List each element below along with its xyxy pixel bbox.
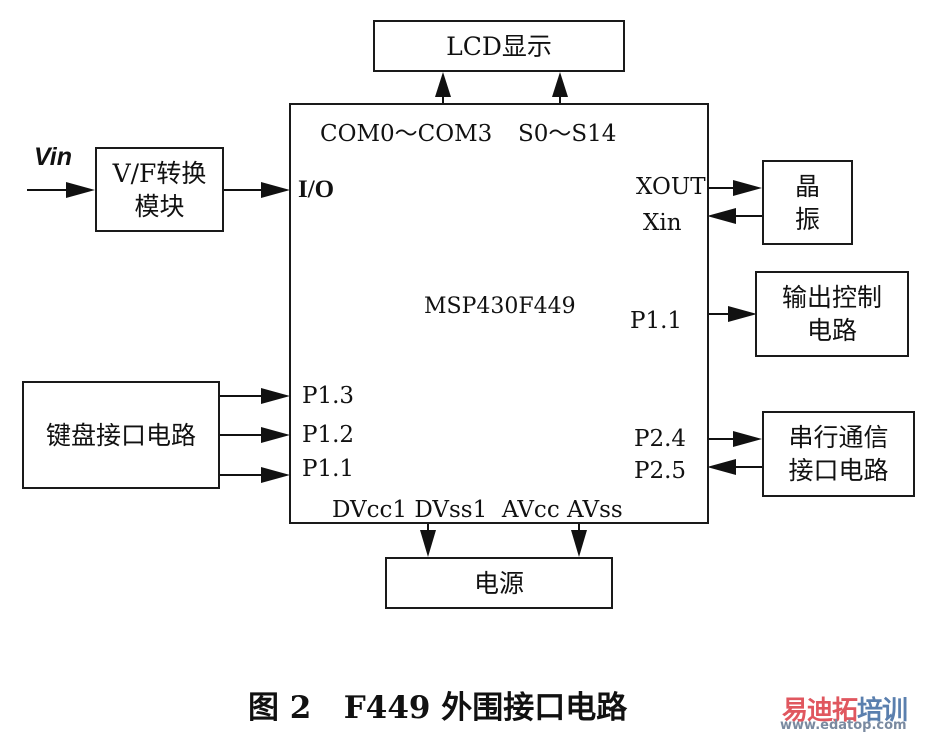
- mcu-chip-box: [289, 103, 709, 524]
- pin-label-power: DVcc1 DVss1 AVcc AVss: [332, 497, 623, 523]
- pin-label-com: COM0～COM3: [320, 121, 493, 147]
- arrowhead-p24: [733, 431, 762, 447]
- block-vf-converter: V/F转换 模块: [95, 147, 224, 232]
- arrowhead-p25: [707, 459, 736, 475]
- pin-label-kb-p11: P1.1: [302, 456, 355, 482]
- block-crystal-label-line2: 振: [794, 204, 820, 234]
- block-lcd: LCD显示: [373, 20, 625, 72]
- watermark-logo: 易迪拓培训: [782, 690, 908, 727]
- input-label-vin: Vin: [34, 143, 72, 171]
- block-keyboard-label: 键盘接口电路: [45, 420, 196, 450]
- block-power-label: 电源: [473, 568, 524, 598]
- watermark-red-text: 易迪拓: [782, 696, 858, 726]
- block-vf-label-line2: 模块: [134, 191, 185, 221]
- arrowhead-xin: [707, 208, 736, 224]
- block-crystal-label-line1: 晶: [794, 171, 820, 201]
- block-power-supply: 电源: [385, 557, 613, 609]
- arrowhead-avcc: [571, 530, 587, 557]
- pin-label-kb-p13: P1.3: [302, 383, 355, 409]
- figure-caption: 图 2 F449 外围接口电路: [248, 690, 628, 726]
- block-serial-interface: 串行通信 接口电路: [762, 411, 915, 497]
- block-crystal: 晶 振: [762, 160, 853, 245]
- pin-label-io: I/O: [298, 176, 335, 203]
- arrowhead-p13: [261, 388, 290, 404]
- pin-label-kb-p12: P1.2: [302, 422, 355, 448]
- arrowhead-dvss: [420, 530, 436, 557]
- arrowhead-seg: [552, 72, 568, 97]
- watermark-blue-text: 培训: [857, 696, 908, 726]
- arrowhead-output: [728, 306, 757, 322]
- pin-label-out-p11: P1.1: [630, 308, 683, 334]
- block-serial-label-line2: 接口电路: [788, 456, 889, 485]
- block-output-label-line2: 电路: [806, 316, 857, 345]
- pin-label-p25: P2.5: [634, 458, 687, 484]
- block-output-label-line1: 输出控制: [781, 283, 882, 312]
- pin-label-seg: S0～S14: [518, 121, 617, 147]
- pin-label-p24: P2.4: [634, 426, 687, 452]
- block-lcd-label: LCD显示: [446, 31, 552, 61]
- arrowhead-xout: [733, 180, 762, 196]
- arrowhead-vin: [66, 182, 95, 198]
- block-keyboard-interface: 键盘接口电路: [22, 381, 220, 489]
- block-vf-label-line1: V/F转换: [112, 158, 207, 188]
- block-serial-label-line1: 串行通信: [788, 423, 889, 452]
- watermark-url: www.edatop.com: [780, 718, 907, 733]
- block-output-control: 输出控制 电路: [755, 271, 909, 357]
- arrowhead-p11: [261, 467, 290, 483]
- pin-label-xout: XOUT: [636, 174, 706, 200]
- pin-label-xin: Xin: [643, 210, 682, 236]
- chip-name-label: MSP430F449: [424, 294, 576, 319]
- arrowhead-io: [261, 182, 290, 198]
- arrowhead-p12: [261, 427, 290, 443]
- arrowhead-com: [435, 72, 451, 97]
